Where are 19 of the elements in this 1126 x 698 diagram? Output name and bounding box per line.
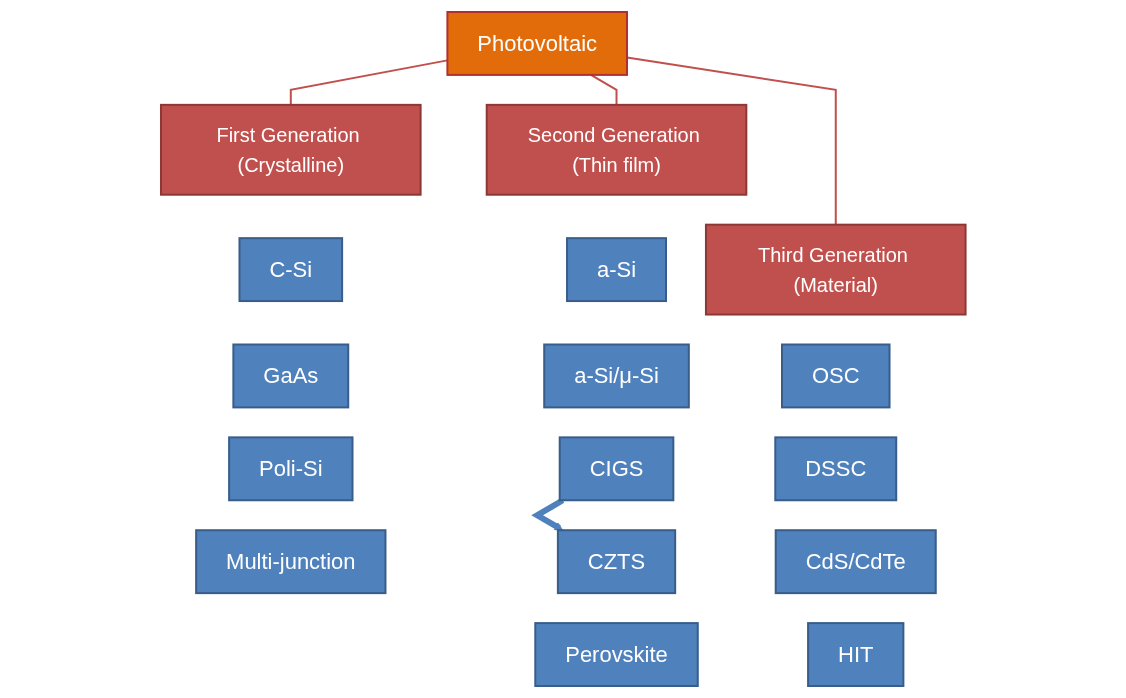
- node-box: Photovoltaic: [446, 11, 628, 76]
- node-box: CdS/CdTe: [774, 529, 937, 595]
- node-box: C-Si: [238, 237, 343, 303]
- node-box: CIGS: [558, 436, 675, 502]
- node-box: CZTS: [556, 529, 676, 595]
- node-box: Second Generation (Thin film): [485, 103, 748, 196]
- node-box: Multi-junction: [194, 529, 387, 595]
- node-box: DSSC: [774, 436, 897, 502]
- node-box: a-Si: [565, 237, 667, 303]
- node-box: Perovskite: [534, 622, 699, 687]
- arrow: [531, 497, 565, 531]
- node-box: First Generation (Crystalline): [159, 103, 422, 196]
- node-box: a-Si/μ-Si: [542, 343, 690, 409]
- node-box: HIT: [806, 622, 905, 687]
- node-box: OSC: [780, 343, 891, 409]
- connector: [589, 73, 618, 106]
- node-box: Poli-Si: [227, 436, 354, 502]
- node-box: GaAs: [232, 343, 349, 409]
- node-box: Third Generation (Material): [704, 223, 967, 316]
